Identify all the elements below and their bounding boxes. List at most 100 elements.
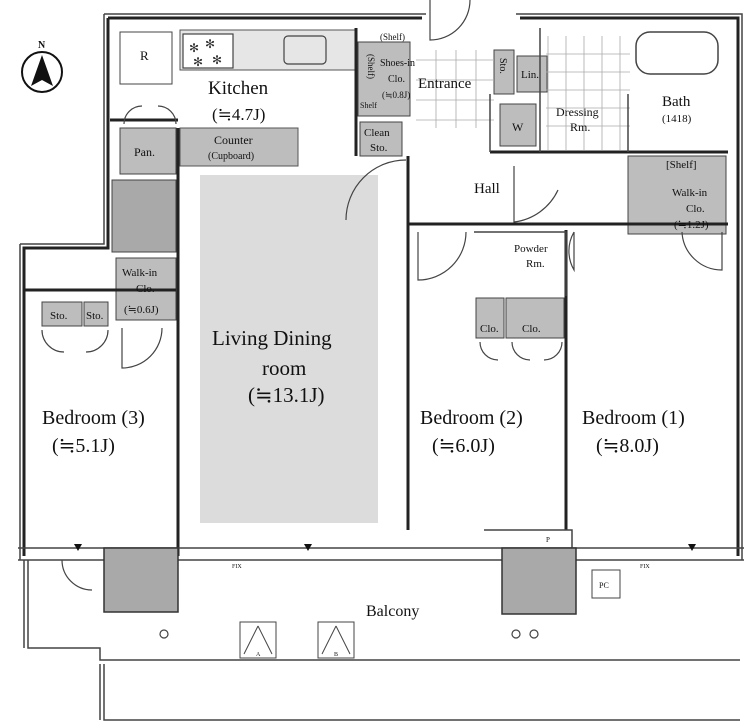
bath-name: Bath (662, 94, 691, 110)
bedroom2-closet-doors (479, 341, 563, 361)
balcony-drains (159, 629, 539, 639)
pantry (119, 127, 177, 175)
p-label: P (546, 536, 550, 544)
labels: R Kitchen (≒4.7J) Pan. Counter (Cupboard… (42, 32, 709, 658)
fix-label-2: FIX (640, 564, 650, 570)
fix-label-1: FIX (232, 564, 242, 570)
balcony-structure (18, 529, 744, 721)
stove-burners-icon: ✻✻✻✻ (189, 37, 222, 69)
walkin3-clo: Clo. (136, 283, 155, 295)
fridge-space (119, 31, 173, 85)
pantry-label: Pan. (134, 145, 155, 159)
balcony-pillar-left (103, 547, 179, 613)
dressing-room-tiles (546, 36, 630, 150)
walkin1-label: Walk-in (672, 187, 708, 199)
clean-line1: Clean (364, 127, 390, 139)
powder-line1: Powder (514, 243, 548, 255)
walkin3-label: Walk-in (122, 267, 158, 279)
ldk-line1: Living Dining (212, 326, 332, 350)
compass: N (21, 40, 63, 93)
bedroom2-size: (≒6.0J) (432, 435, 495, 457)
kitchen-size: (≒4.7J) (212, 105, 265, 124)
inner-walls (19, 13, 743, 560)
counter-note: (Cupboard) (208, 151, 254, 162)
compass-north-label: N (38, 40, 46, 51)
linen-label: Lin. (521, 69, 539, 81)
walls (22, 16, 740, 556)
clo-label-2: Clo. (522, 323, 541, 335)
bedroom3-closet-doors (41, 329, 109, 353)
bedroom1-door (681, 231, 723, 271)
entrance-door (429, 0, 471, 41)
entrance-sto (493, 49, 515, 95)
bedroom2-door (417, 231, 467, 281)
entrance-tiles (416, 50, 494, 128)
svg-text:✻: ✻ (212, 53, 222, 67)
shelf-side-label: (Shelf) (366, 54, 376, 79)
hall-name: Hall (474, 181, 500, 197)
svg-text:✻: ✻ (189, 41, 199, 55)
balcony-door (61, 559, 93, 591)
shelf-bottom-label: Shelf (360, 101, 377, 110)
pc-box (591, 569, 621, 599)
linen-closet (516, 55, 548, 93)
shoes-label-2: Clo. (388, 74, 405, 85)
walk-in-closet-bedroom1 (627, 155, 727, 235)
pantry-doors (123, 105, 177, 125)
kitchen-sink (283, 35, 327, 65)
powder-line2: Rm. (526, 258, 545, 270)
dressing-line2: Rm. (570, 120, 590, 134)
fridge-label: R (140, 48, 149, 63)
kitchen-counter-cupboard (179, 127, 299, 167)
shoes-size: (≒0.8J) (382, 90, 410, 100)
unit-b-label: B (334, 652, 338, 658)
north-arrow-icon (31, 55, 53, 86)
clo-label-1: Clo. (480, 323, 499, 335)
unit-a-label: A (256, 652, 261, 658)
washer (499, 103, 537, 147)
ldk-size: (≒13.1J) (248, 383, 325, 407)
walkin1-size: (≒1.2J) (674, 219, 709, 231)
stove-top (182, 33, 234, 69)
bedroom3-size: (≒5.1J) (52, 435, 115, 457)
bedroom1-name: Bedroom (1) (582, 407, 685, 429)
ac-fan-icons (243, 625, 351, 655)
ldk-door (345, 159, 407, 221)
svg-text:✻: ✻ (205, 37, 215, 51)
balcony-name: Balcony (366, 603, 419, 620)
svg-text:✻: ✻ (193, 55, 203, 69)
compass-ring (21, 51, 63, 93)
sto-label-2: Sto. (86, 310, 104, 322)
shelf-top-label: (Shelf) (380, 32, 405, 42)
bedroom3-name: Bedroom (3) (42, 407, 145, 429)
walkin3-door (121, 327, 163, 369)
washer-label: W (512, 120, 524, 134)
shoes-label-1: Shoes-in (380, 58, 415, 69)
ac-unit-b (317, 621, 355, 659)
storage-block (111, 179, 177, 253)
living-dining-floor (200, 175, 378, 523)
dressing-line1: Dressing (556, 105, 599, 119)
closet-bedroom2-a (475, 297, 505, 339)
shoes-in-closet (357, 41, 411, 117)
clean-storage (359, 121, 403, 157)
bathtub (635, 31, 719, 75)
powder-door (568, 231, 575, 273)
storage-sto-1 (41, 301, 83, 327)
entrance-sto-label: Sto. (497, 58, 508, 74)
counter-label: Counter (214, 133, 253, 147)
entrance-name: Entrance (418, 76, 472, 92)
storage-sto-2 (83, 301, 109, 327)
sto-label-1: Sto. (50, 310, 68, 322)
window-markers (74, 544, 696, 551)
kitchen-name: Kitchen (208, 78, 269, 99)
pc-label: PC (599, 581, 609, 590)
bedroom1-size: (≒8.0J) (596, 435, 659, 457)
doors (41, 0, 723, 591)
hall-door (513, 166, 559, 223)
walkin3-size: (≒0.6J) (124, 304, 159, 316)
clean-line2: Sto. (370, 142, 388, 154)
walkin1-clo: Clo. (686, 203, 705, 215)
ac-unit-a (239, 621, 277, 659)
